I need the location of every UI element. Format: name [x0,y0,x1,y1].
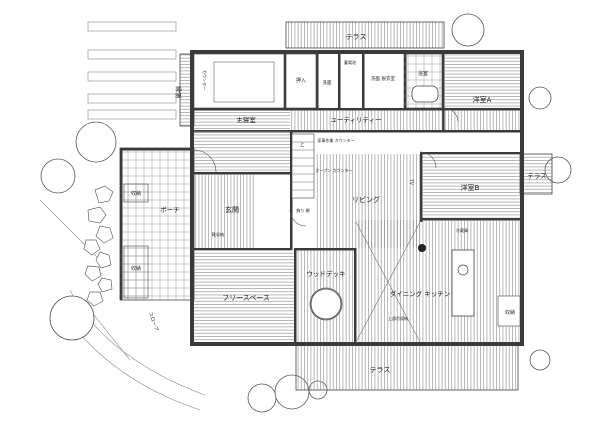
label-slope: スロープ [147,311,159,332]
western-b-floor [422,154,520,218]
label-tv: TV [408,178,414,186]
label-work-counter: 家事作業 カウンター [317,137,354,143]
label-dining-kitchen: ダイニング キッチン [390,289,451,298]
free-space-floor [194,250,294,342]
stone-path [83,185,114,307]
label-storage-2: 収納 [131,265,141,272]
open-ceiling-lines [355,221,421,343]
label-living: リビング [352,195,380,204]
door-swings [193,107,459,227]
label-engawa: 縁側 [174,86,182,98]
label-wood-deck: ウッドデッキ [307,269,346,278]
label-yokushitsu: 浴室 [418,70,428,77]
label-western-b: 洋室B [461,183,480,192]
storage-2-box [123,245,149,299]
utility-floor [290,110,520,130]
room-labels: テラス テラス テラス カウンター 押入 洗面 蓄電池 洗面 脱衣室 浴室 洋室… [131,33,547,374]
label-main-bedroom: 主寝室 [236,115,256,124]
label-genkan: 玄関 [225,205,239,214]
kitchen-island [451,249,475,317]
counter-box [193,53,285,109]
oshiire-box [285,53,317,109]
label-open-counter: オープン カウンター [315,167,352,173]
label-oshiire: 押入 [296,77,306,84]
stair-steps [292,141,314,191]
island-sink [457,264,469,276]
storage-1-box [123,183,149,203]
terrace-bottom [295,343,519,391]
label-free-space: フリースペース [222,294,270,302]
bathtub [411,85,439,103]
deck-planter [310,288,342,320]
tatami [213,61,275,103]
label-utility: ユーティリティー [330,116,381,124]
label-fridge: 冷蔵庫 [456,227,468,233]
label-chosuiki: 蓄電池 [344,59,356,65]
label-shoe-box: 靴収納 [212,231,224,237]
label-counter: カウンター [202,70,208,90]
label-terrace-bottom: テラス [370,366,391,374]
storage-3-box [497,295,521,327]
label-terrace-top: テラス [346,33,367,41]
terrace-right [519,153,553,195]
label-senmen-dressing: 洗面 脱衣室 [371,75,395,82]
label-porch: ポーチ [160,206,180,214]
walls [120,50,524,346]
genkan-floor [194,174,256,248]
label-up-arrow: 上 [300,141,305,148]
dining-floor [356,220,520,342]
main-bedroom-floor [194,110,290,172]
label-senmen: 洗面 [323,79,332,86]
western-a-floor [444,54,520,108]
label-top-storage: 上部吊収納 [388,315,408,321]
terrace-top [285,21,445,49]
label-terrace-right: テラス [527,172,546,180]
column-post [418,244,426,252]
label-display-shelf: 飾り 棚 [296,207,309,213]
label-storage-1: 収納 [131,190,141,197]
label-storage-3: 収納 [505,309,515,316]
label-western-a: 洋室A [473,95,492,104]
